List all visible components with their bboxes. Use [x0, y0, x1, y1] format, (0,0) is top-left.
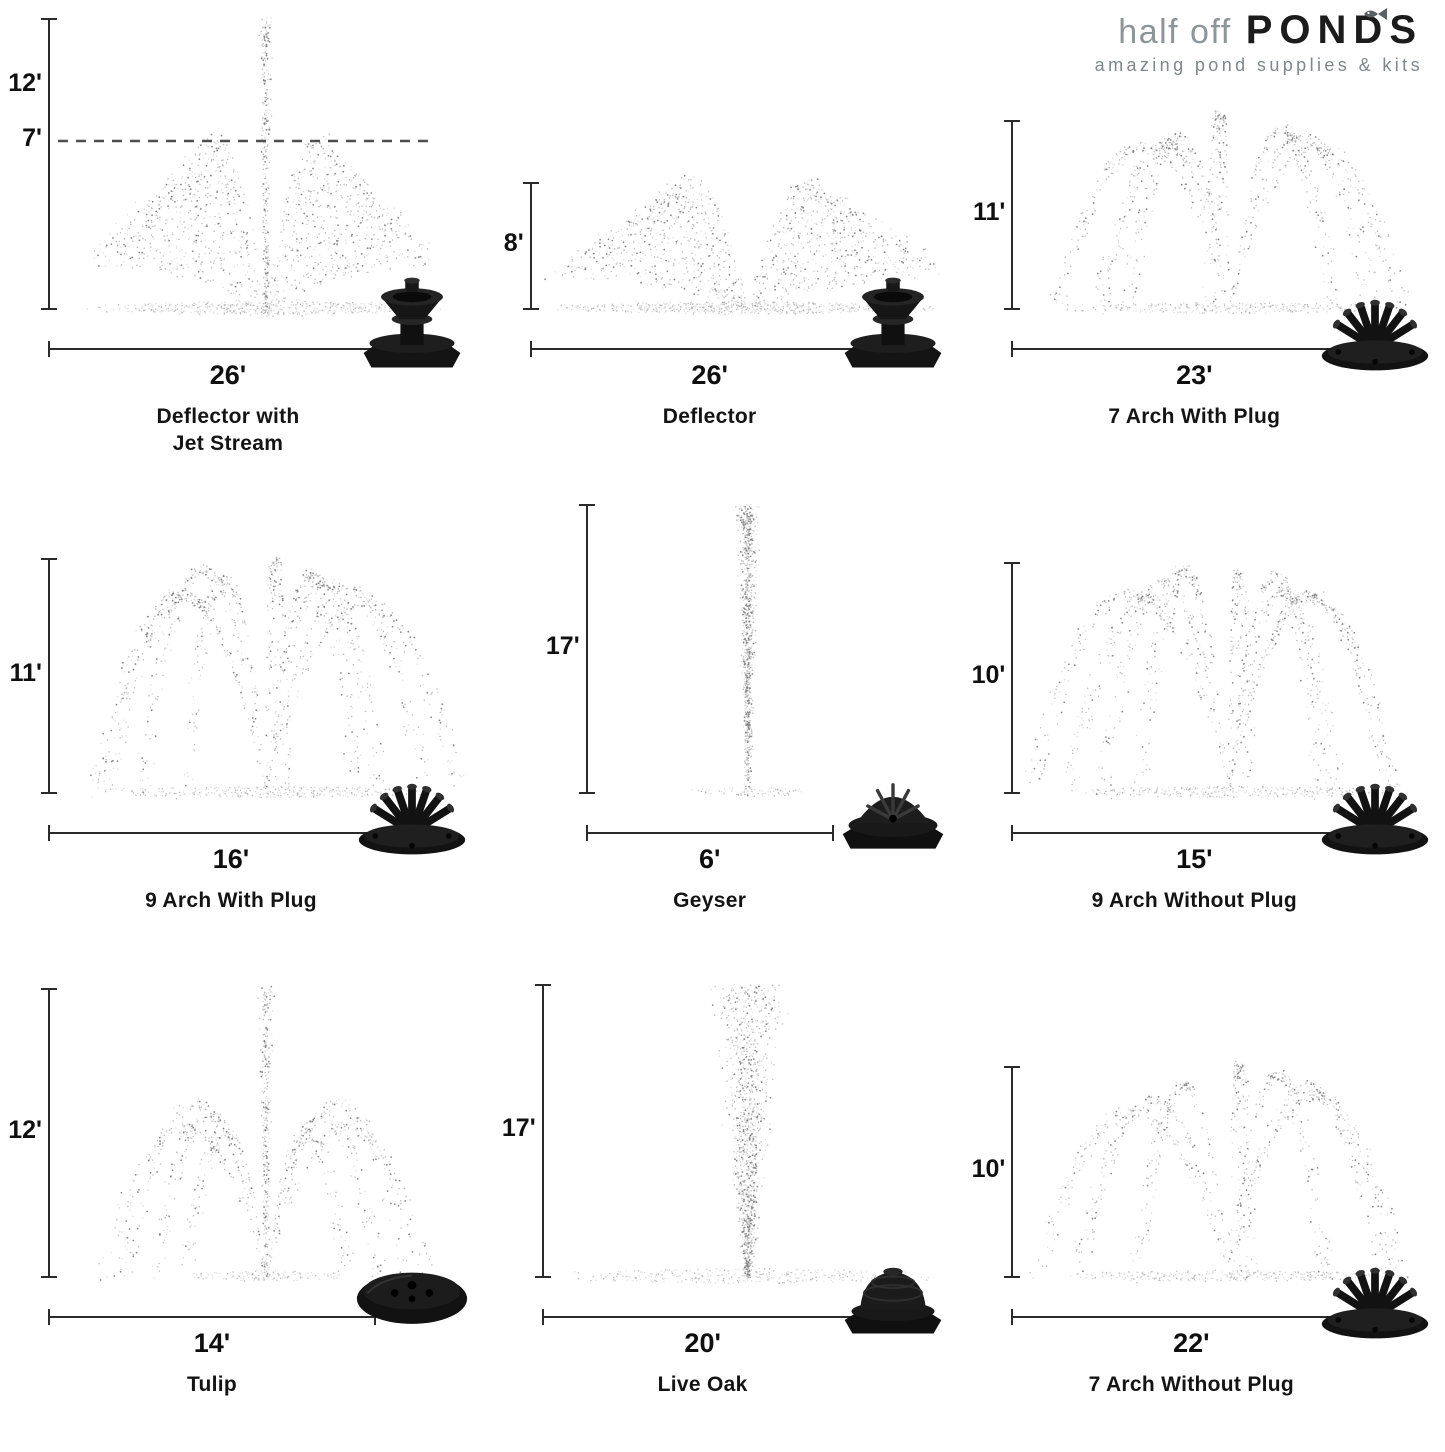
- fountain-panel: 11' 16' 9 Arch With Plug: [0, 484, 482, 968]
- brand-name-bold: PONDS: [1245, 8, 1423, 52]
- height-dimension-line: [41, 988, 57, 1278]
- width-dimension-label: 23': [1176, 360, 1213, 390]
- fountain-spray-art: [1029, 1060, 1409, 1284]
- brand-tagline: amazing pond supplies & kits: [1094, 55, 1423, 75]
- height-dimension-line: [1004, 1066, 1021, 1278]
- width-dimension-line: [48, 1309, 376, 1325]
- fountain-spray-art: [1050, 110, 1410, 315]
- width-dimension-label: 22': [1173, 1328, 1210, 1358]
- nozzle-product-image: [1321, 1267, 1429, 1339]
- nozzle-product-image: [843, 783, 944, 849]
- nozzle-product-image: [363, 277, 460, 368]
- fountain-spray-art: [58, 17, 442, 318]
- nozzle-product-image: [356, 1272, 467, 1324]
- fountain-name: Tulip: [186, 1373, 238, 1396]
- spray-illustration: 11': [4, 498, 478, 855]
- height-dimension-line: [534, 984, 551, 1278]
- height-dimension-label: 11': [9, 659, 42, 687]
- height-dimension-label: 10': [971, 661, 1006, 689]
- fountain-name: 7 Arch With Plug: [1108, 405, 1281, 428]
- fountain-panel: 12' 14' Tulip: [0, 968, 482, 1452]
- fountain-panel: 11' 23' 7 Arch With Plug: [963, 0, 1445, 484]
- nozzle-product-image: [844, 1267, 942, 1334]
- fountain-spray-art: [1025, 564, 1401, 801]
- fountain-panel: 8' 26' Deflector: [482, 0, 964, 484]
- width-dimension-label: 26': [691, 360, 728, 390]
- nozzle-product-image: [1321, 299, 1429, 371]
- spray-illustration: 17': [486, 982, 960, 1334]
- fountain-panel: 10' 22' 7 Arch Without Plug: [963, 968, 1445, 1452]
- fountain-name: 9 Arch Without Plug: [1091, 889, 1298, 912]
- width-dimension-line: [541, 1309, 864, 1325]
- nozzle-product-image: [358, 783, 465, 855]
- fountain-panel: 12' 7' 26' Deflector with Jet Stream: [0, 0, 482, 484]
- height-dimension-label: 11': [972, 198, 1006, 226]
- fountain-spray-art: [98, 985, 433, 1283]
- width-dimension-label: 16': [212, 844, 250, 874]
- height-dimension-line: [1004, 562, 1021, 794]
- fountain-panel: 10' 15' 9 Arch Without Plug: [963, 484, 1445, 968]
- fountain-name: Geyser: [673, 889, 747, 912]
- width-dimension-label: 20': [684, 1328, 721, 1358]
- height-dimension-label: 10': [971, 1155, 1006, 1183]
- brand-logo: half off PONDS amazing pond supplies & k…: [1095, 8, 1423, 76]
- height-dimension-label-secondary: 7': [22, 124, 42, 152]
- fountain-spray-art: [573, 983, 929, 1285]
- fish-icon: [1364, 8, 1387, 20]
- height-dimension-label: 8': [503, 229, 524, 257]
- fountain-name: Deflector with Jet Stream: [156, 405, 300, 456]
- height-dimension-line: [578, 504, 595, 794]
- height-dimension-line: [41, 18, 57, 310]
- height-dimension-line: [1004, 120, 1021, 310]
- fountain-spray-art: [691, 503, 802, 798]
- spray-illustration: 17': [486, 498, 960, 849]
- fountain-spray-art: [543, 174, 940, 316]
- width-dimension-label: 26': [209, 360, 247, 390]
- height-dimension-label: 12': [8, 69, 42, 97]
- height-dimension-line: [522, 182, 539, 310]
- nozzle-product-image: [844, 277, 942, 368]
- fountain-name: 9 Arch With Plug: [145, 889, 317, 912]
- width-dimension-label: 15': [1176, 844, 1213, 874]
- height-dimension-label: 17': [545, 632, 580, 660]
- fountain-name: Live Oak: [657, 1373, 748, 1396]
- spray-illustration: 12' 7': [4, 14, 478, 368]
- width-dimension-label: 14': [193, 1328, 231, 1358]
- height-dimension-label: 12': [8, 1116, 42, 1144]
- spray-illustration: 10': [967, 498, 1441, 855]
- width-dimension-label: 6': [698, 844, 721, 874]
- fountain-spray-art: [90, 556, 465, 800]
- height-dimension-label: 17': [501, 1114, 536, 1142]
- fountain-panel: 17' 20' Live Oak: [482, 968, 964, 1452]
- brand-name-light: half off: [1118, 13, 1232, 51]
- height-dimension-line: [41, 558, 57, 794]
- fountain-name: 7 Arch Without Plug: [1088, 1373, 1295, 1396]
- fountain-panel: 17' 6' Geyser: [482, 484, 964, 968]
- spray-illustration: 11': [967, 14, 1441, 371]
- fountain-name: Deflector: [662, 405, 757, 428]
- spray-illustration: 8': [486, 14, 960, 368]
- width-dimension-line: [585, 825, 834, 841]
- spray-illustration: 12': [4, 982, 478, 1324]
- nozzle-product-image: [1321, 783, 1429, 855]
- spray-illustration: 10': [967, 982, 1441, 1339]
